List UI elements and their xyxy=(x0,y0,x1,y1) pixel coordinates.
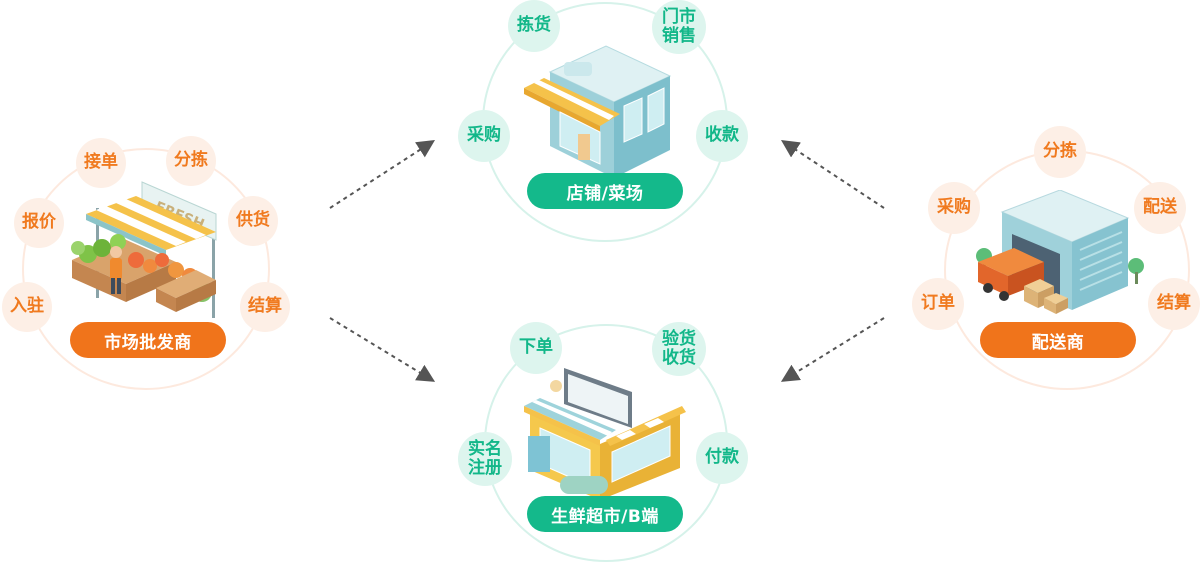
distributor-action-4: 结算 xyxy=(1148,278,1200,330)
supermarket-action-2: 实名 注册 xyxy=(458,432,512,486)
arrow-wholesaler-to-store xyxy=(329,140,436,209)
arrow-distributor-to-store xyxy=(780,140,885,209)
wholesaler-action-0: 接单 xyxy=(76,138,126,188)
store-action-1: 门市 销售 xyxy=(652,0,706,54)
supermarket-label: 生鲜超市/B端 xyxy=(527,496,683,532)
wholesaler-action-3: 供货 xyxy=(228,196,278,246)
store-action-0: 拣货 xyxy=(508,0,560,52)
distributor-action-3: 订单 xyxy=(912,278,964,330)
wholesaler-action-2: 报价 xyxy=(14,198,64,248)
arrow-distributor-to-supermarket xyxy=(780,317,885,382)
store-action-3: 收款 xyxy=(696,110,748,162)
distributor-action-1: 采购 xyxy=(928,182,980,234)
store-label: 店铺/菜场 xyxy=(527,173,683,209)
supermarket-building-illustration xyxy=(520,364,686,500)
distributor-action-2: 配送 xyxy=(1134,182,1186,234)
wholesaler-ring xyxy=(22,148,270,390)
distributor-label: 配送商 xyxy=(980,322,1136,358)
store-action-2: 采购 xyxy=(458,110,510,162)
store-building-illustration xyxy=(520,42,680,178)
arrow-wholesaler-to-supermarket xyxy=(329,317,436,382)
wholesaler-action-1: 分拣 xyxy=(166,136,216,186)
supermarket-action-1: 验货 收货 xyxy=(652,322,706,376)
market-stall-illustration: FRESH xyxy=(66,178,226,318)
wholesaler-action-4: 入驻 xyxy=(2,282,52,332)
wholesaler-label: 市场批发商 xyxy=(70,322,226,358)
wholesaler-action-5: 结算 xyxy=(240,282,290,332)
distributor-action-0: 分拣 xyxy=(1034,126,1086,178)
supermarket-action-3: 付款 xyxy=(696,432,748,484)
supermarket-action-0: 下单 xyxy=(510,322,562,374)
warehouse-truck-illustration xyxy=(968,189,1148,320)
